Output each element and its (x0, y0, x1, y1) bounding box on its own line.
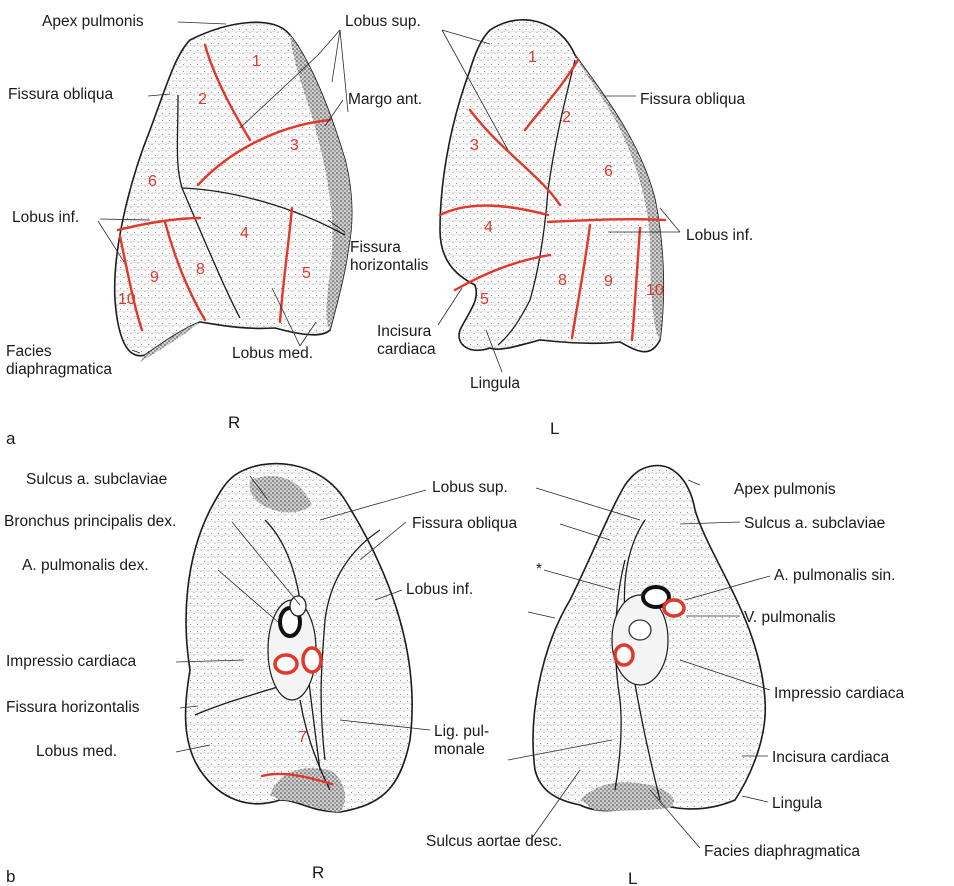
label-sulcus-subclaviae-left: Sulcus a. subclaviae (744, 515, 885, 532)
segment-number: 1 (252, 53, 261, 70)
segment-number: 2 (198, 91, 207, 108)
label-sulcus-subclaviae-right: Sulcus a. subclaviae (26, 471, 167, 488)
label-bronchus-principalis-dex: Bronchus principalis dex. (4, 513, 176, 530)
right-lung-medial (186, 464, 413, 812)
label-lig-pulmonale: Lig. pul-monale (434, 723, 489, 758)
segment-number: 9 (604, 273, 613, 290)
label-fissura-obliqua-left: Fissura obliqua (640, 91, 745, 108)
label-a-pulmonalis-dex: A. pulmonalis dex. (22, 557, 149, 574)
label-lobus-inf-right: Lobus inf. (12, 209, 79, 226)
label-lobus-inf-b: Lobus inf. (406, 581, 473, 598)
segment-number: 2 (562, 109, 571, 126)
label-lobus-inf-left: Lobus inf. (686, 227, 753, 244)
segment-number: 4 (484, 219, 493, 236)
label-lobus-sup-b: Lobus sup. (432, 479, 508, 496)
label-a-pulmonalis-sin: A. pulmonalis sin. (774, 567, 895, 584)
side-marker-right-b: R (312, 863, 324, 882)
side-marker-left-a: L (550, 419, 559, 438)
segment-number: 9 (150, 269, 159, 286)
panel-letter-b: b (6, 867, 15, 886)
label-impressio-cardiaca-right: Impressio cardiaca (6, 653, 136, 670)
label-fissura-horizontalis-b: Fissura horizontalis (6, 699, 140, 716)
label-v-pulmonalis: V. pulmonalis (744, 609, 836, 626)
segment-number: 3 (290, 137, 299, 154)
labels-b: Sulcus a. subclaviae Lobus sup. Apex pul… (4, 471, 904, 886)
segment-number: 7 (298, 729, 307, 746)
label-impressio-cardiaca-left: Impressio cardiaca (774, 685, 904, 702)
left-lung-lateral (440, 20, 665, 352)
segment-number: 1 (528, 49, 537, 66)
label-margo-ant: Margo ant. (348, 91, 422, 108)
label-facies-diaphragmatica-b: Facies diaphragmatica (704, 843, 860, 860)
segment-number: 10 (646, 282, 664, 299)
segment-number: 5 (302, 265, 311, 282)
segment-number: 8 (558, 272, 567, 289)
label-lobus-sup: Lobus sup. (345, 13, 421, 30)
label-lobus-med-a: Lobus med. (232, 345, 313, 362)
side-marker-left-b: L (628, 869, 637, 886)
label-apex-pulmonis-b: Apex pulmonis (734, 481, 836, 498)
label-incisura-cardiaca-b: Incisura cardiaca (772, 749, 890, 766)
label-fissura-obliqua-b: Fissura obliqua (412, 515, 517, 532)
segment-number: 6 (604, 163, 613, 180)
label-fissura-obliqua-right: Fissura obliqua (8, 86, 113, 103)
segment-number: 8 (196, 261, 205, 278)
label-sulcus-aortae-desc: Sulcus aortae desc. (426, 833, 562, 850)
segment-number: 10 (118, 291, 136, 308)
segment-number: 6 (148, 173, 157, 190)
label-star: * (536, 561, 542, 578)
label-apex-pulmonis: Apex pulmonis (42, 13, 144, 30)
left-lung-medial (533, 466, 765, 811)
label-lingula-b: Lingula (772, 795, 822, 812)
right-lung-lateral (115, 22, 352, 362)
label-lobus-med-b: Lobus med. (36, 743, 117, 760)
segment-number: 5 (480, 291, 489, 308)
label-lingula-a: Lingula (470, 375, 520, 392)
side-marker-right-a: R (228, 413, 240, 432)
segment-number: 4 (240, 225, 249, 242)
panel-letter-a: a (6, 429, 16, 448)
segment-number: 3 (470, 137, 479, 154)
